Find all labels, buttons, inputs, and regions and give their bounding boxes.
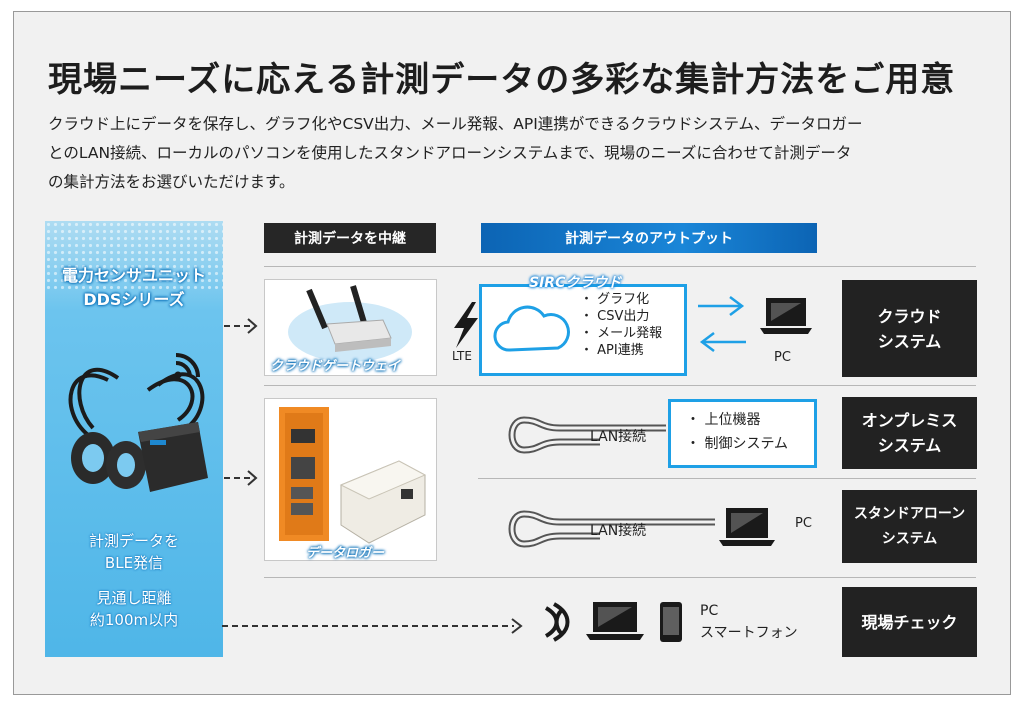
control-bullet: ・ 制御システム: [686, 436, 789, 452]
relay-header: 計測データを中継: [264, 223, 436, 253]
arrow-right-icon: [222, 618, 523, 634]
sirc-bullet: ・ CSV出力: [580, 309, 650, 324]
smartphone-icon: [660, 602, 682, 642]
sensor-device-image: [68, 368, 208, 492]
lan-label: LAN接続: [590, 523, 647, 539]
output-header: 計測データのアウトプット: [481, 223, 817, 253]
control-bullets: ・ 上位機器 ・ 制御システム: [686, 408, 788, 456]
arrow-right-icon: [224, 470, 258, 486]
range-line: 約100m以内: [89, 611, 179, 629]
sirc-bullets: ・ グラフ化 ・ CSV出力 ・ メール発報 ・ API連携: [580, 291, 662, 359]
sirc-bullet: ・ API連携: [580, 343, 644, 358]
cloud-pc-label: PC: [774, 350, 791, 365]
sensor-title-line: 電力センサユニット: [61, 266, 206, 285]
system-label: システム: [877, 436, 942, 455]
laptop-icon: [760, 298, 812, 334]
page-title: 現場ニーズに応える計測データの多彩な集計方法をご用意: [48, 60, 956, 100]
range-text: 見通し距離 約100m以内: [45, 587, 223, 631]
cloud-system-box: クラウド システム: [842, 280, 977, 377]
sensor-title: 電力センサユニット DDSシリーズ: [45, 264, 223, 312]
sensor-title-line: DDSシリーズ: [83, 290, 185, 309]
system-label: オンプレミス: [861, 411, 958, 430]
dot-pattern: [45, 221, 223, 291]
onprem-system-box: オンプレミス システム: [842, 397, 977, 469]
arrow-right-icon: [698, 296, 745, 316]
divider: [478, 478, 976, 479]
divider: [264, 266, 976, 267]
divider: [264, 577, 976, 578]
system-label: クラウド: [877, 306, 942, 326]
laptop-icon: [719, 508, 775, 546]
arrow-right-icon: [224, 318, 258, 334]
intro-line: の集計方法をお選びいただけます。: [48, 173, 295, 191]
ble-text: 計測データを BLE発信: [45, 530, 223, 574]
sirc-bullet: ・ グラフ化: [580, 292, 650, 307]
field-check-box: 現場チェック: [842, 587, 977, 657]
intro-line: とのLAN接続、ローカルのパソコンを使用したスタンドアローンシステムまで、現場の…: [48, 144, 852, 162]
wifi-signal-icon: [544, 602, 570, 642]
lte-label: LTE: [452, 349, 472, 363]
logger-caption: データロガー: [306, 546, 385, 561]
standalone-pc-label: PC: [795, 516, 812, 531]
cloud-icon: [493, 305, 570, 352]
field-phone-label: スマートフォン: [700, 625, 798, 641]
lightning-icon: [454, 302, 478, 348]
system-label: スタンドアローン: [853, 505, 966, 522]
ble-line: 計測データを: [88, 532, 179, 550]
ble-line: BLE発信: [104, 554, 164, 572]
control-bullet: ・ 上位機器: [686, 412, 761, 428]
field-pc-label: PC: [700, 603, 719, 619]
field-devices-label: PC スマートフォン: [700, 600, 798, 644]
intro-text: クラウド上にデータを保存し、グラフ化やCSV出力、メール発報、API連携ができる…: [48, 110, 978, 197]
wifi-signal-icon: [174, 353, 200, 379]
lan-cable: [508, 416, 666, 454]
arrow-left-icon: [699, 332, 746, 352]
sirc-cloud-box: [479, 284, 687, 376]
gateway-image: [264, 279, 437, 376]
sirc-bullet: ・ メール発報: [580, 326, 663, 341]
system-label: システム: [877, 331, 942, 351]
gateway-caption: クラウドゲートウェイ: [270, 359, 401, 374]
intro-line: クラウド上にデータを保存し、グラフ化やCSV出力、メール発報、API連携ができる…: [48, 115, 863, 133]
lan-cable: [508, 510, 715, 548]
range-line: 見通し距離: [96, 589, 172, 607]
system-label: 現場チェック: [861, 612, 958, 632]
lan-label: LAN接続: [590, 429, 647, 445]
sirc-title: SIRCクラウド: [529, 275, 622, 291]
standalone-system-box: スタンドアローン システム: [842, 490, 977, 563]
laptop-icon: [586, 602, 644, 640]
divider: [264, 385, 976, 386]
system-label: システム: [881, 530, 938, 547]
control-box: [668, 399, 817, 468]
logger-image: [264, 398, 437, 561]
